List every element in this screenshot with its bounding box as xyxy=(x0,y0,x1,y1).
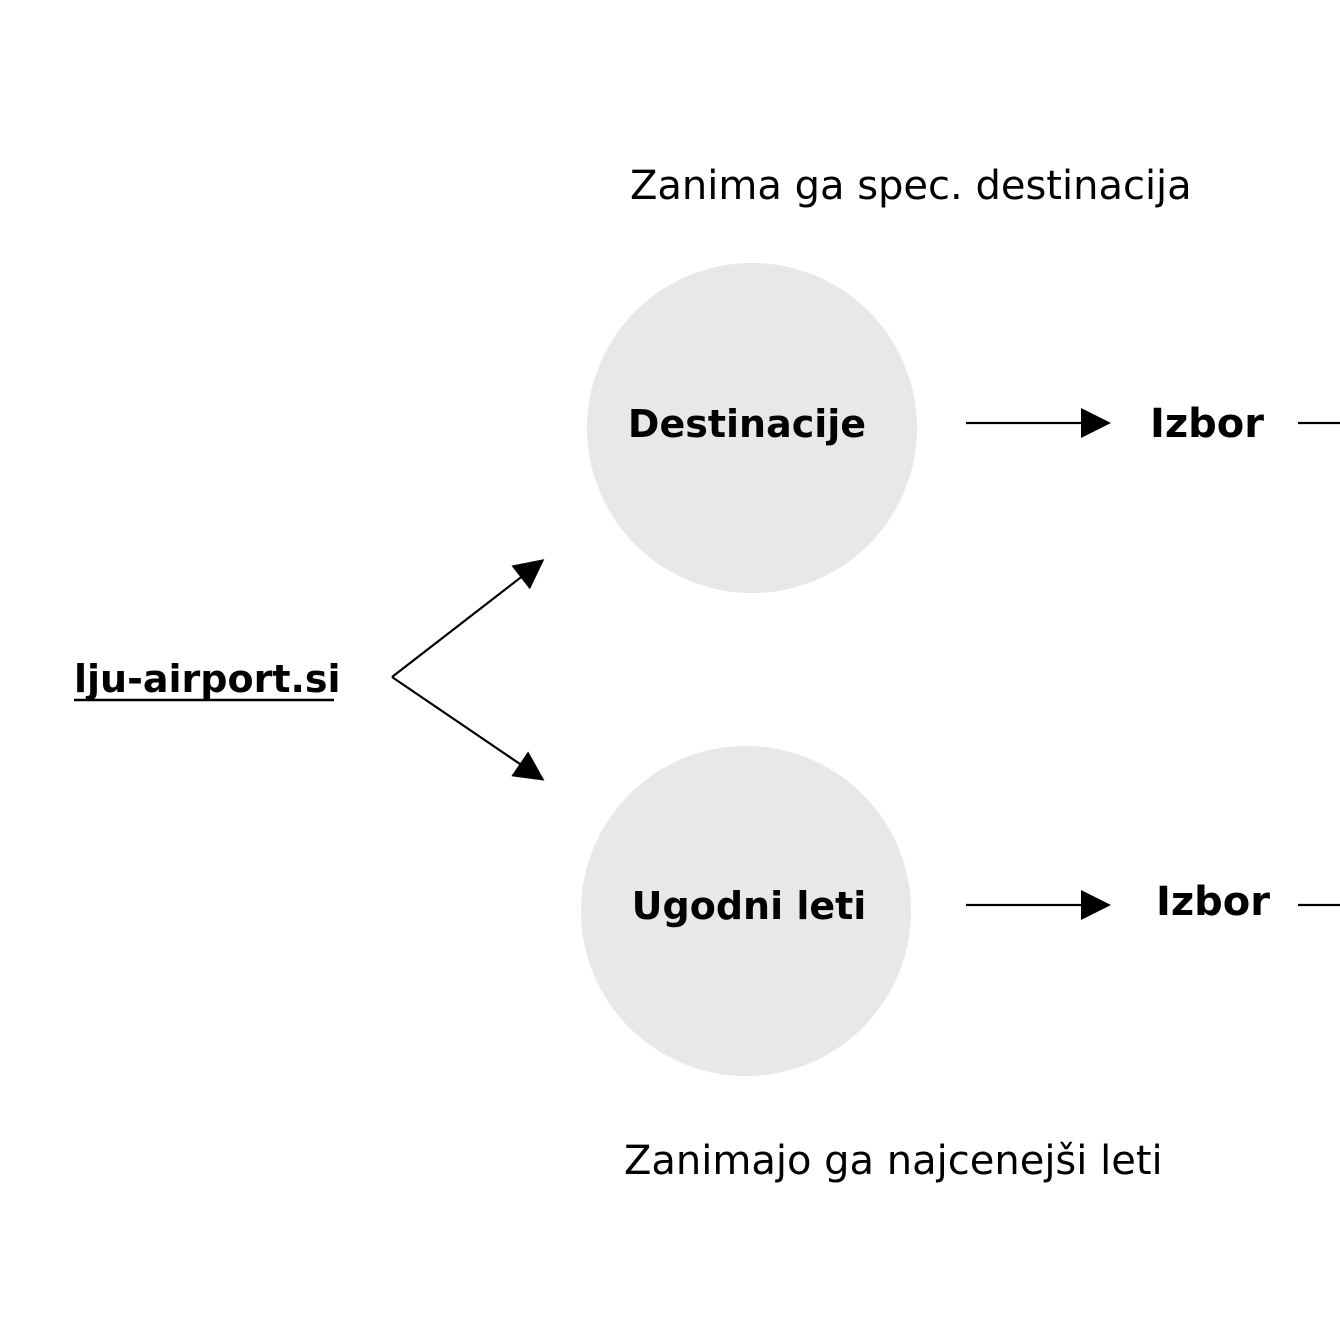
destinations-circle xyxy=(587,263,917,593)
branch-arrow-top xyxy=(391,559,545,678)
bottom-flow: Izbor xyxy=(966,879,1340,925)
source-label[interactable]: lju-airport.si xyxy=(74,657,341,701)
branch-arrow-bottom xyxy=(391,676,545,781)
bottom-select-label[interactable]: Izbor xyxy=(1156,879,1270,925)
branch-arrows xyxy=(391,559,545,781)
source-node[interactable]: lju-airport.si xyxy=(74,657,341,702)
top-flow: Izbor xyxy=(966,401,1340,447)
destinations-label: Destinacije xyxy=(628,402,866,446)
cheap-flights-circle xyxy=(581,746,911,1076)
top-select-label[interactable]: Izbor xyxy=(1150,401,1264,447)
top-path-caption: Zanima ga spec. destinacija xyxy=(630,163,1192,209)
destinations-node[interactable]: Destinacije xyxy=(587,263,917,593)
cheap-flights-node[interactable]: Ugodni leti xyxy=(581,746,911,1076)
bottom-path-caption: Zanimajo ga najcenejši leti xyxy=(624,1138,1163,1184)
cheap-flights-label: Ugodni leti xyxy=(632,884,867,928)
